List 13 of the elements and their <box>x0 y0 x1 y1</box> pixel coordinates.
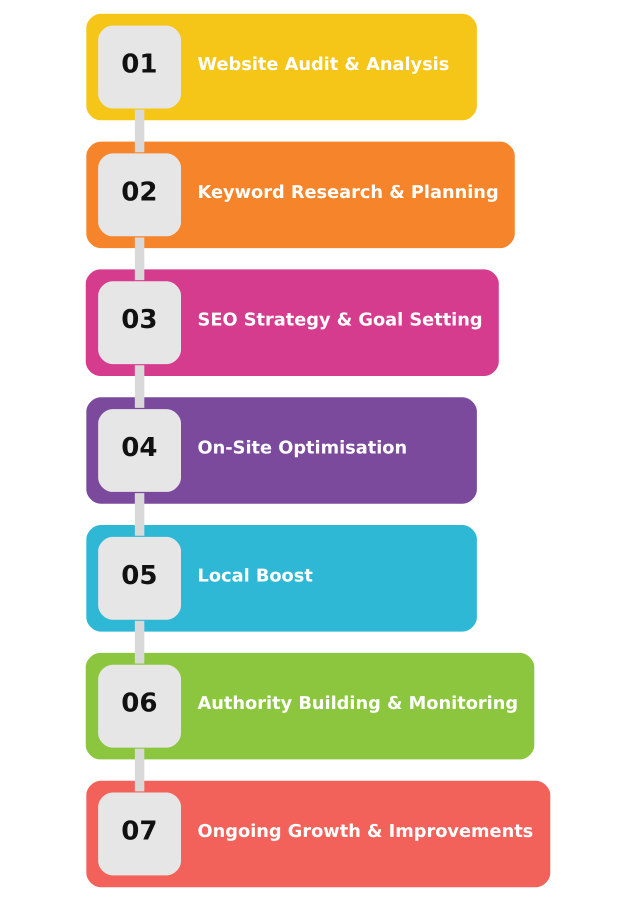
connector <box>134 364 144 408</box>
connector <box>134 492 144 536</box>
node-box: 02 Keyword Research & Planning <box>86 141 514 248</box>
node-box: 05 Local Boost <box>86 524 476 632</box>
node-box: 04 On-Site Optimisation <box>86 396 476 504</box>
connector <box>134 236 144 280</box>
node-box: 07 Ongoing Growth & Improvements <box>86 780 550 887</box>
connector <box>134 620 144 664</box>
node-box: 03 SEO Strategy & Goal Setting <box>85 268 498 376</box>
node-box: 01 Website Audit & Analysis <box>86 13 476 120</box>
connector <box>134 109 144 152</box>
node-box: 06 Authority Building & Monitoring <box>85 652 534 759</box>
connector <box>134 748 144 791</box>
